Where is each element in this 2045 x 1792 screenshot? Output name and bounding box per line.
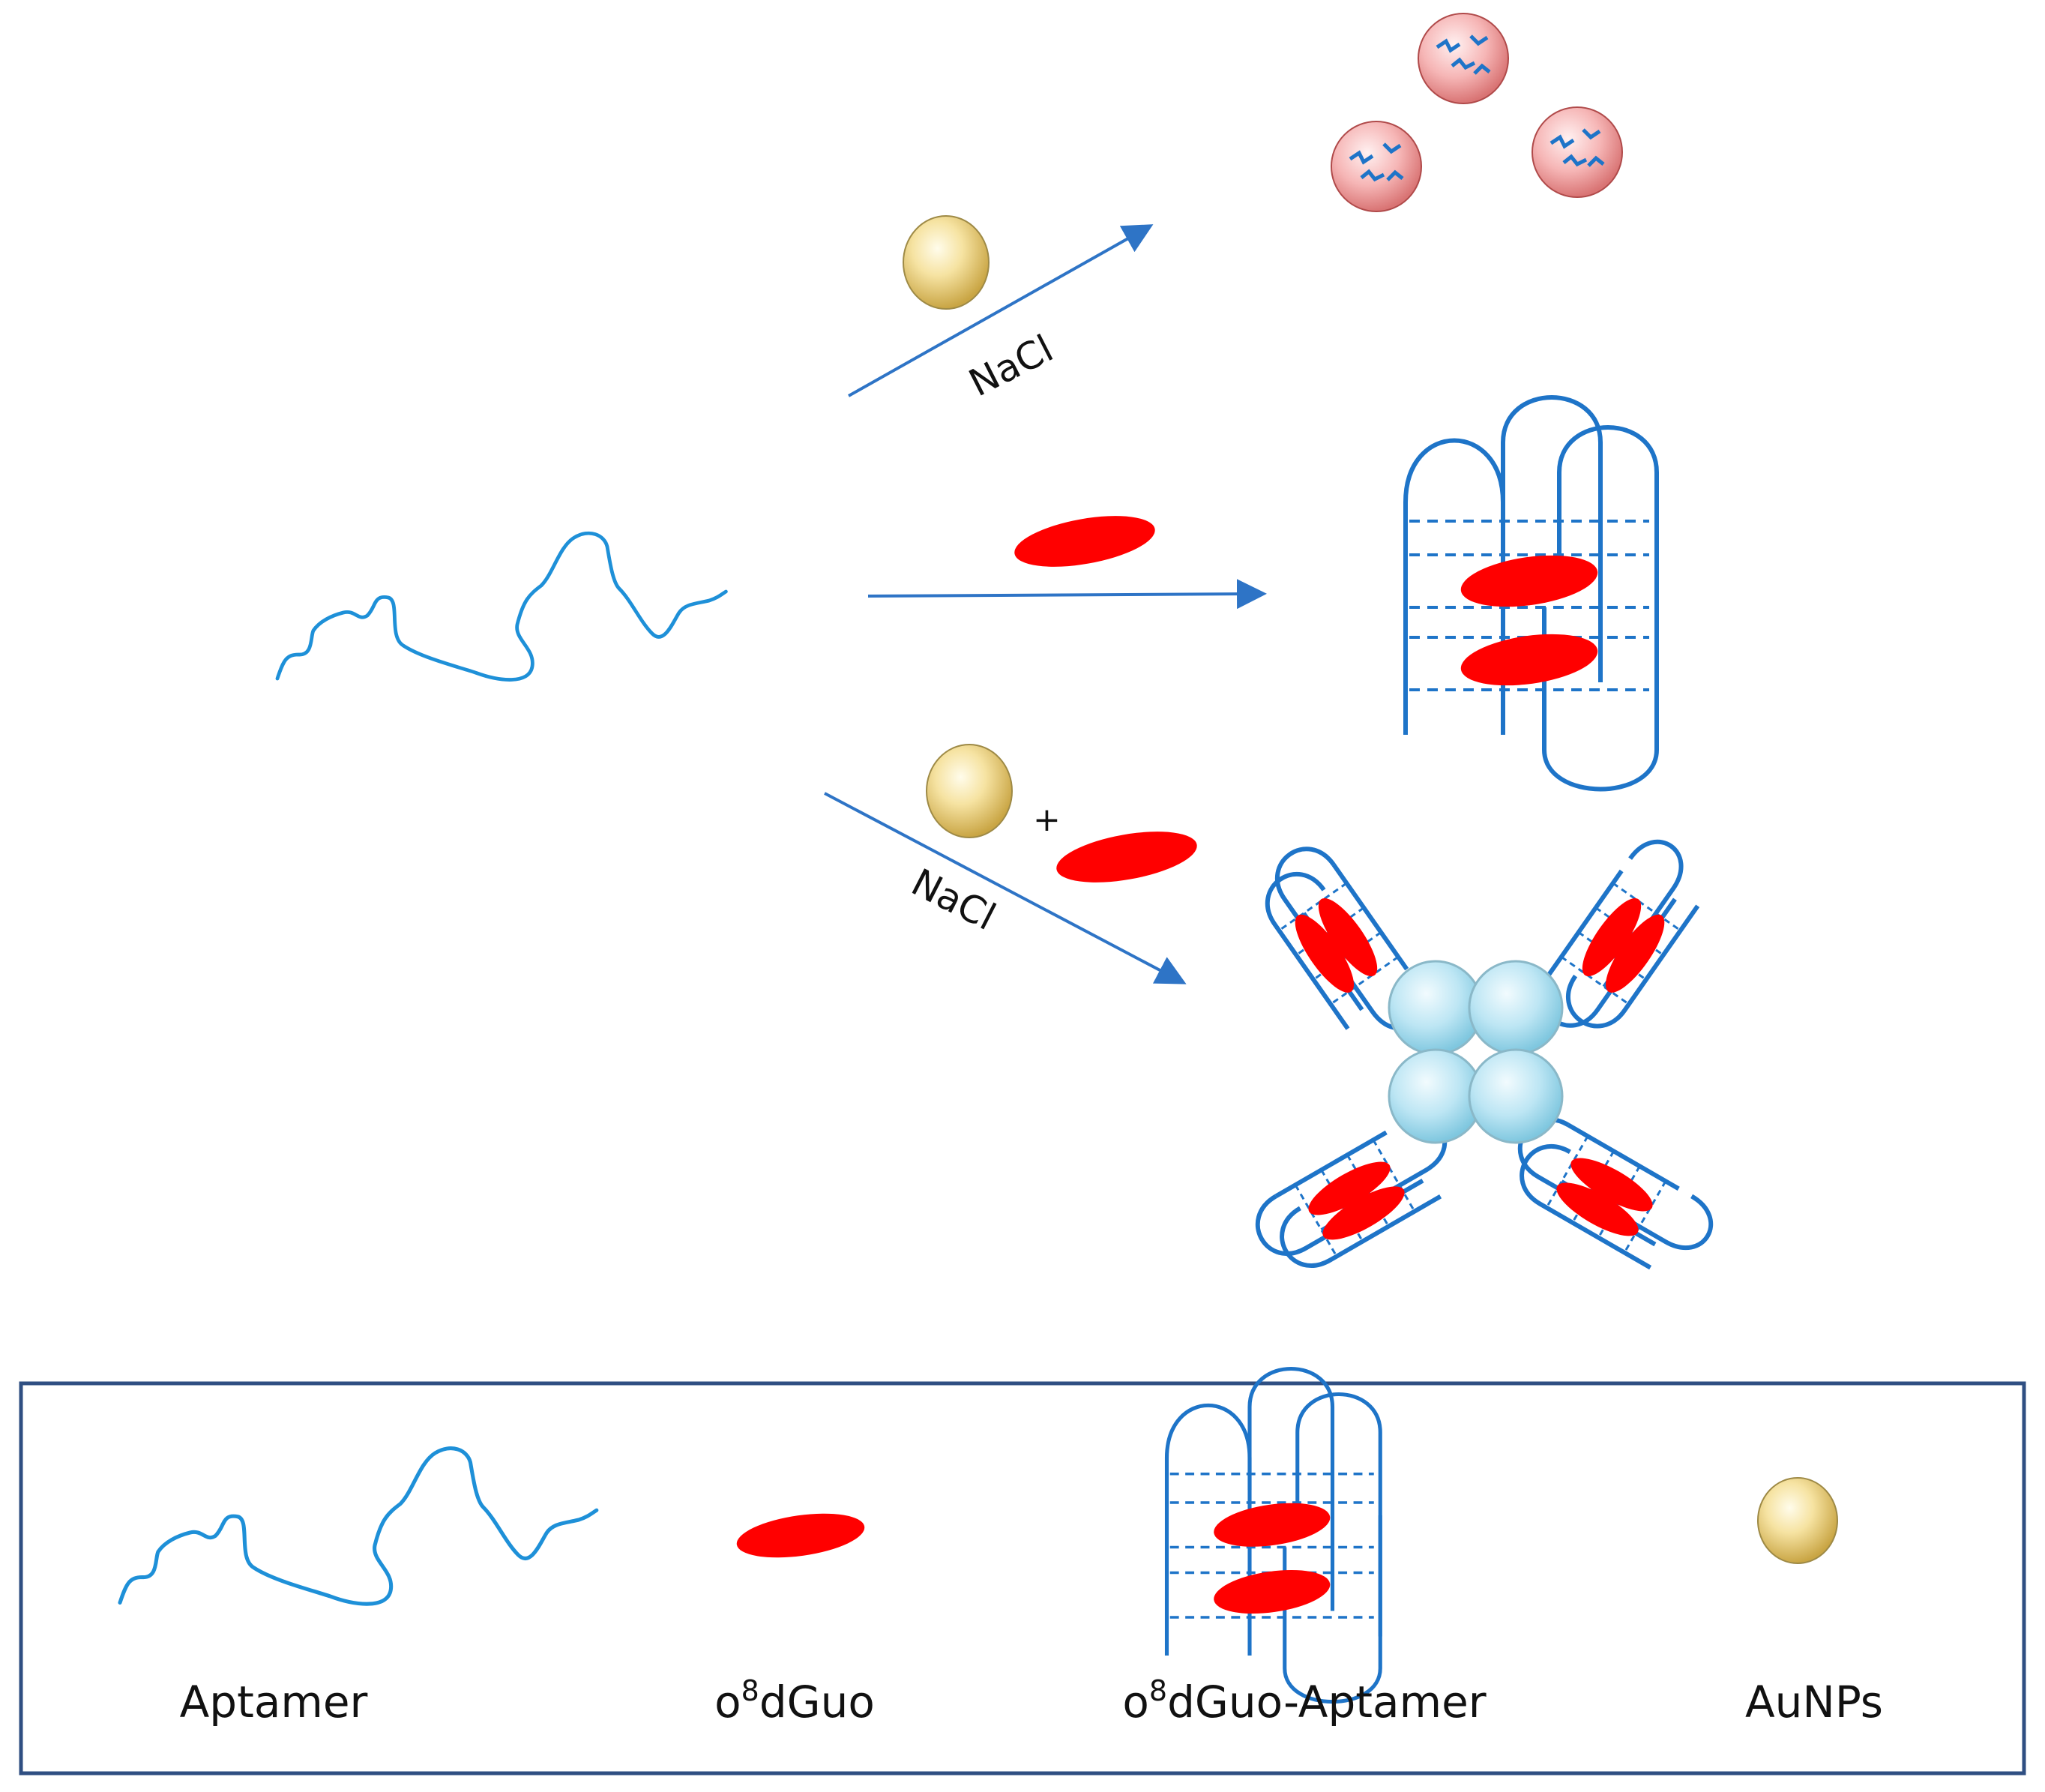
target-aptamer-quadruplex bbox=[1406, 397, 1657, 790]
legend-label-aunps: AuNPs bbox=[1745, 1677, 1883, 1728]
legend-label-complex: o8dGuo-Aptamer bbox=[1122, 1674, 1486, 1728]
aggregated-cluster bbox=[1247, 831, 1720, 1284]
top-arrow bbox=[848, 224, 1154, 397]
target-molecule-icon bbox=[1014, 516, 1155, 567]
gold-nanoparticle-icon bbox=[903, 215, 990, 310]
target-molecule-icon-2 bbox=[1056, 832, 1197, 883]
bottom-pathway: + NaCl bbox=[824, 744, 1197, 984]
legend-aunp-glyph bbox=[1757, 1477, 1838, 1564]
bottom-arrow bbox=[824, 792, 1187, 984]
legend-target-glyph bbox=[736, 1513, 865, 1558]
top-pathway: NaCl bbox=[848, 215, 1154, 406]
legend-label-target: o8dGuo bbox=[714, 1674, 875, 1728]
middle-pathway bbox=[867, 516, 1267, 610]
top-nacl-label: NaCl bbox=[963, 327, 1060, 406]
legend: Aptamer o8dGuo o8dGuo-Aptamer AuNPs bbox=[19, 1369, 2026, 1776]
plus-sign: + bbox=[1033, 801, 1061, 839]
free-aptamer-strand bbox=[277, 533, 726, 679]
aptamer-coated-aunps bbox=[1331, 13, 1623, 212]
gold-nanoparticle-icon-2 bbox=[926, 744, 1013, 838]
bottom-nacl-label: NaCl bbox=[905, 861, 1002, 939]
legend-label-aptamer: Aptamer bbox=[180, 1677, 368, 1728]
middle-arrow bbox=[867, 579, 1267, 610]
